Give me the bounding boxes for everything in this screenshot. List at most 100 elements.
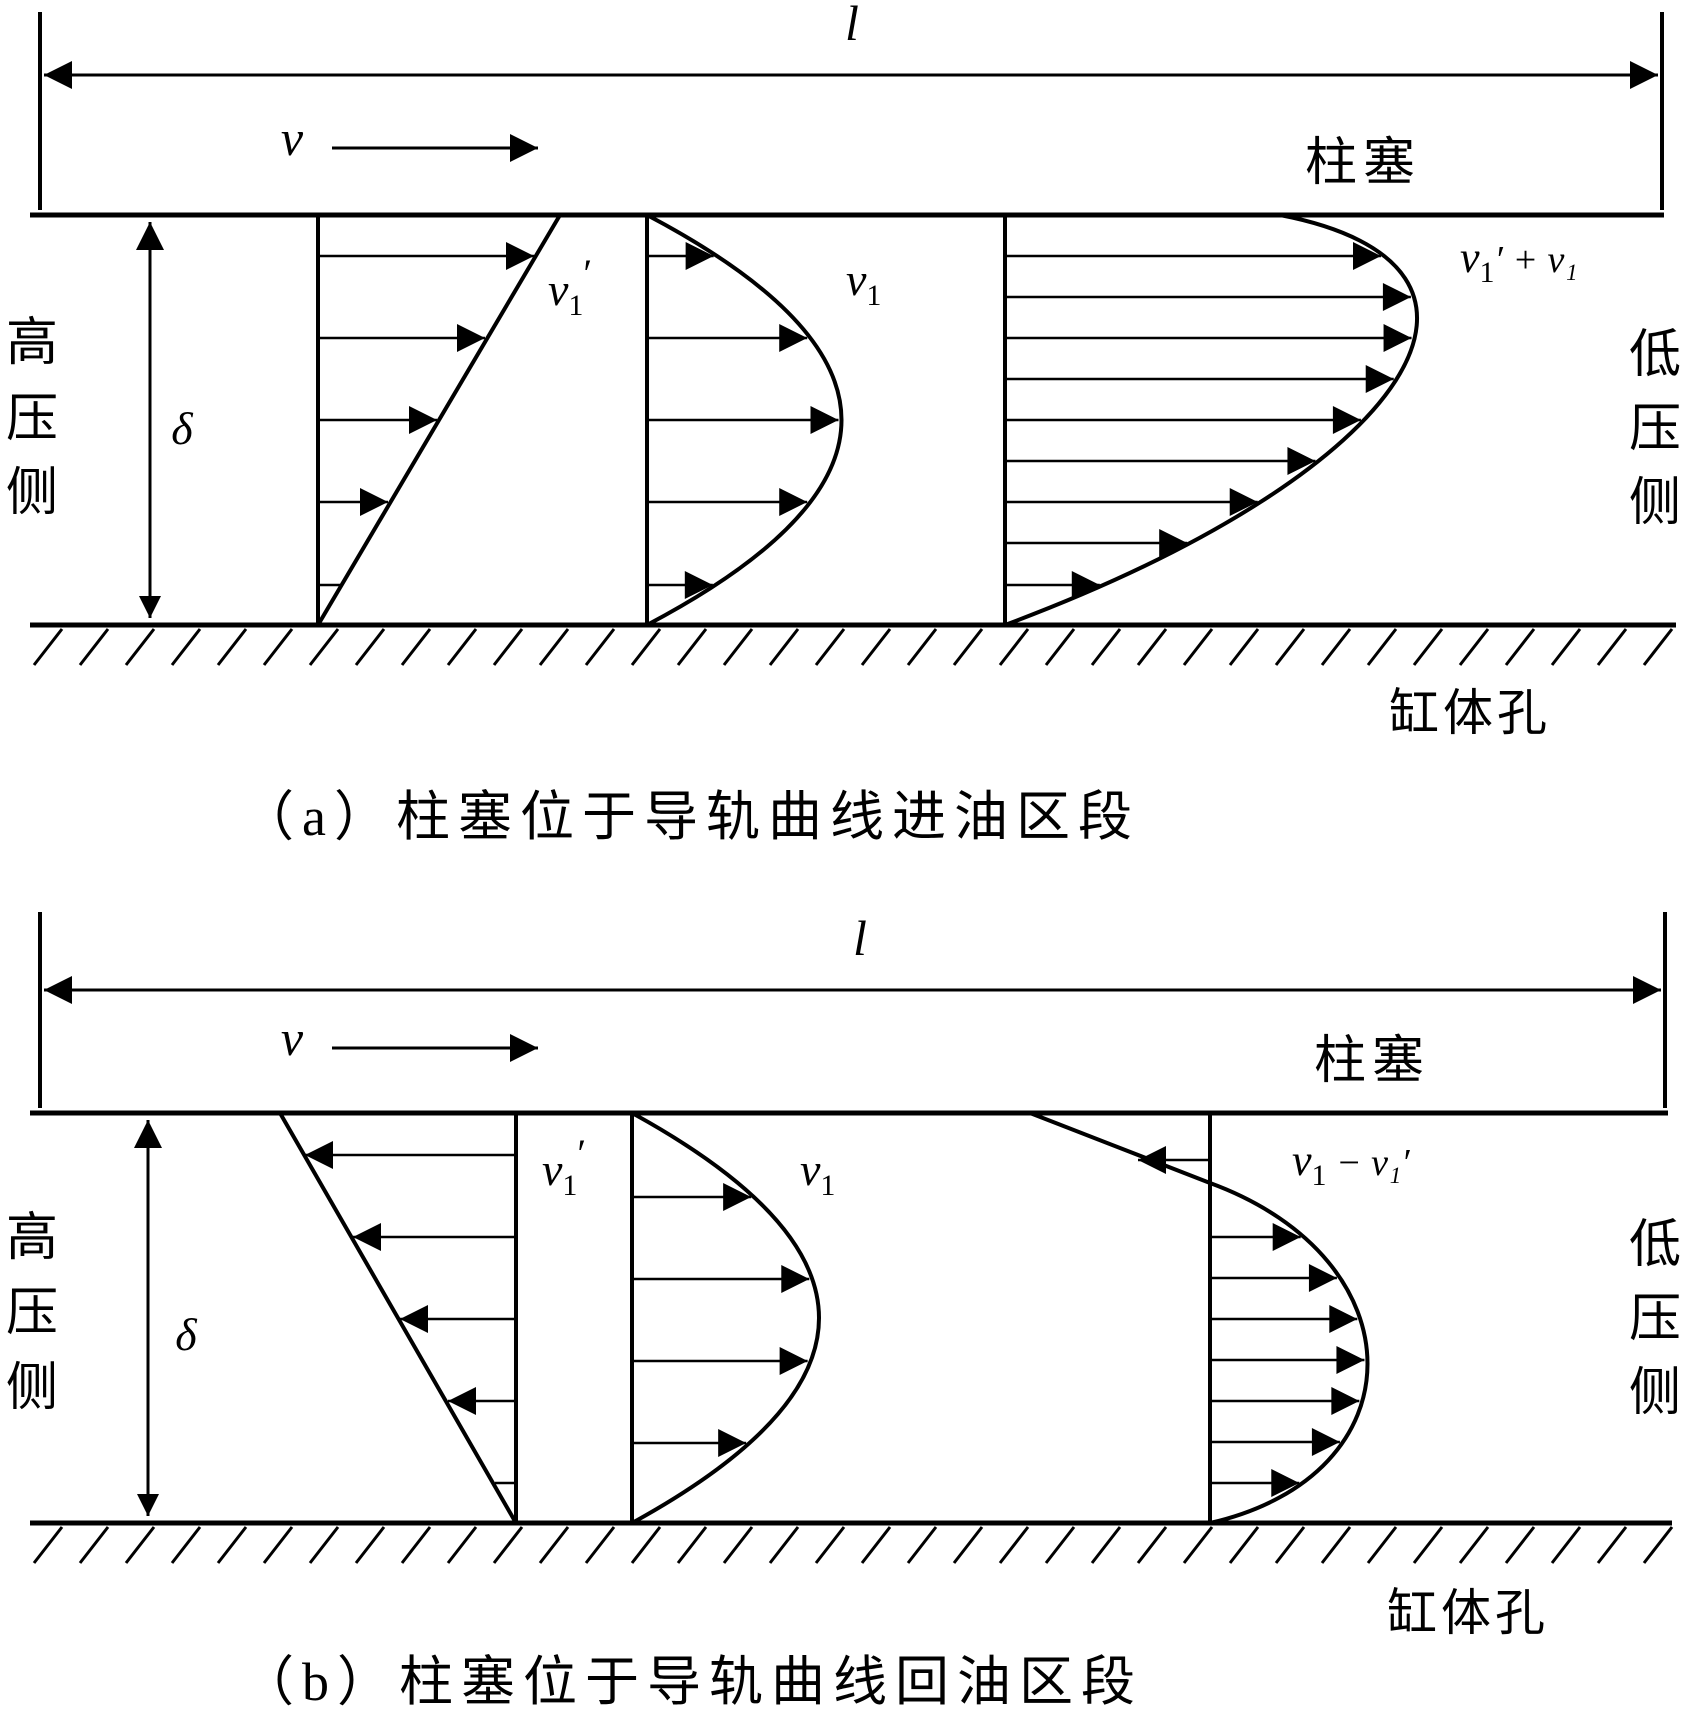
panel-b: l v 柱塞 缸体孔 δ 高 压 侧 低 压 侧 v1′ (6, 910, 1681, 1712)
label-tail: ′ (577, 1131, 586, 1176)
hatch-line (1504, 628, 1536, 666)
hatch-line (308, 1526, 340, 1564)
hatch-line (584, 628, 616, 666)
bore-label: 缸体孔 (1387, 1584, 1549, 1642)
high-pressure-char-1: 高 (6, 313, 58, 373)
high-pressure-char-1: 高 (6, 1208, 58, 1268)
hatch-line (1642, 628, 1674, 666)
label-sub: 1 (866, 279, 881, 312)
hatch-line (1320, 1526, 1352, 1564)
shear-velocity-label: v1′ (542, 1131, 586, 1202)
pressure-velocity-label: v1 (846, 254, 881, 312)
hatch-line (1044, 628, 1076, 666)
hatch-line (1044, 1526, 1076, 1564)
low-pressure-char-3: 侧 (1629, 1363, 1681, 1423)
label-main: v (846, 254, 867, 305)
parabolic-velocity-curve (646, 213, 844, 627)
bore-hatching (32, 628, 1674, 666)
velocity-symbol: v (281, 110, 304, 166)
hatch-line (1366, 628, 1398, 666)
shear-velocity-line (278, 1112, 518, 1524)
pressure-velocity-label: v1 (800, 1144, 835, 1202)
hatch-line (32, 1526, 64, 1564)
hatch-line (32, 628, 64, 666)
hatch-line (492, 628, 524, 666)
caption-b: （b）柱塞位于导轨曲线回油区段 (240, 1652, 1143, 1709)
high-pressure-char-2: 压 (6, 1283, 58, 1343)
plunger-label: 柱塞 (1305, 133, 1421, 193)
hatch-line (216, 628, 248, 666)
bore-label: 缸体孔 (1389, 684, 1551, 742)
hatch-line (1550, 628, 1582, 666)
low-pressure-char-1: 低 (1629, 325, 1681, 385)
hatch-line (308, 628, 340, 666)
velocity-arrows (634, 1183, 810, 1457)
hatch-line (906, 1526, 938, 1564)
shear-velocity-label: v1′ (548, 251, 592, 322)
hatch-line (676, 628, 708, 666)
hatch-line (538, 628, 570, 666)
hatch-line (1228, 628, 1260, 666)
label-tail: ′ + v₁ (1495, 239, 1578, 281)
combined-velocity-label: v1′ + v₁ (1460, 233, 1578, 289)
hatch-line (998, 1526, 1030, 1564)
hatch-line (1504, 1526, 1536, 1564)
hatch-line (170, 1526, 202, 1564)
hatch-line (1596, 628, 1628, 666)
low-pressure-char-2: 压 (1629, 1289, 1681, 1349)
panel-a: l v 柱塞 缸体孔 δ 高 压 侧 低 压 侧 v1′ (6, 0, 1681, 847)
high-pressure-char-2: 压 (6, 389, 58, 449)
hatch-line (124, 628, 156, 666)
high-pressure-char-3: 侧 (6, 463, 58, 523)
hatch-line (1228, 1526, 1260, 1564)
hatch-line (446, 1526, 478, 1564)
plunger-label: 柱塞 (1314, 1031, 1430, 1091)
hatch-line (768, 1526, 800, 1564)
shear-flow-profile: v1′ (278, 1112, 586, 1524)
hatch-line (216, 1526, 248, 1564)
hatch-line (124, 1526, 156, 1564)
hatch-line (1458, 628, 1490, 666)
combined-velocity-label: v1 − v₁′ (1292, 1136, 1410, 1192)
hatch-line (492, 1526, 524, 1564)
low-pressure-char-1: 低 (1629, 1215, 1681, 1275)
hatch-line (814, 1526, 846, 1564)
shear-velocity-line (316, 213, 562, 627)
hatch-line (1412, 1526, 1444, 1564)
length-symbol: l (845, 0, 859, 51)
hatch-line (1090, 1526, 1122, 1564)
hatch-line (262, 628, 294, 666)
shear-flow-profile: v1′ (316, 213, 592, 627)
label-tail: − v₁′ (1327, 1142, 1411, 1184)
hatch-line (354, 1526, 386, 1564)
hatch-line (952, 628, 984, 666)
velocity-arrows (1007, 242, 1412, 599)
reverse-velocity-curve (1029, 1111, 1211, 1185)
velocity-arrows (1212, 1223, 1365, 1497)
label-main: v (542, 1144, 563, 1195)
hatch-line (768, 628, 800, 666)
parabolic-velocity-curve (631, 1111, 821, 1525)
hatch-line (400, 628, 432, 666)
hatch-line (170, 628, 202, 666)
hatch-line (1320, 628, 1352, 666)
hatch-line (446, 628, 478, 666)
hatch-line (78, 1526, 110, 1564)
label-main: v (1460, 233, 1480, 282)
hatch-line (1182, 1526, 1214, 1564)
label-sub: 1 (562, 1169, 577, 1202)
hatch-line (584, 1526, 616, 1564)
pressure-flow-profile: v1 (645, 213, 881, 627)
hatch-line (998, 628, 1030, 666)
hatch-line (860, 628, 892, 666)
hatch-line (676, 1526, 708, 1564)
hatch-line (722, 1526, 754, 1564)
hatch-line (1090, 628, 1122, 666)
high-pressure-char-3: 侧 (6, 1358, 58, 1418)
label-sub: 1 (1312, 1159, 1327, 1192)
hatch-line (1550, 1526, 1582, 1564)
gap-symbol: δ (171, 403, 193, 454)
hatch-line (722, 628, 754, 666)
